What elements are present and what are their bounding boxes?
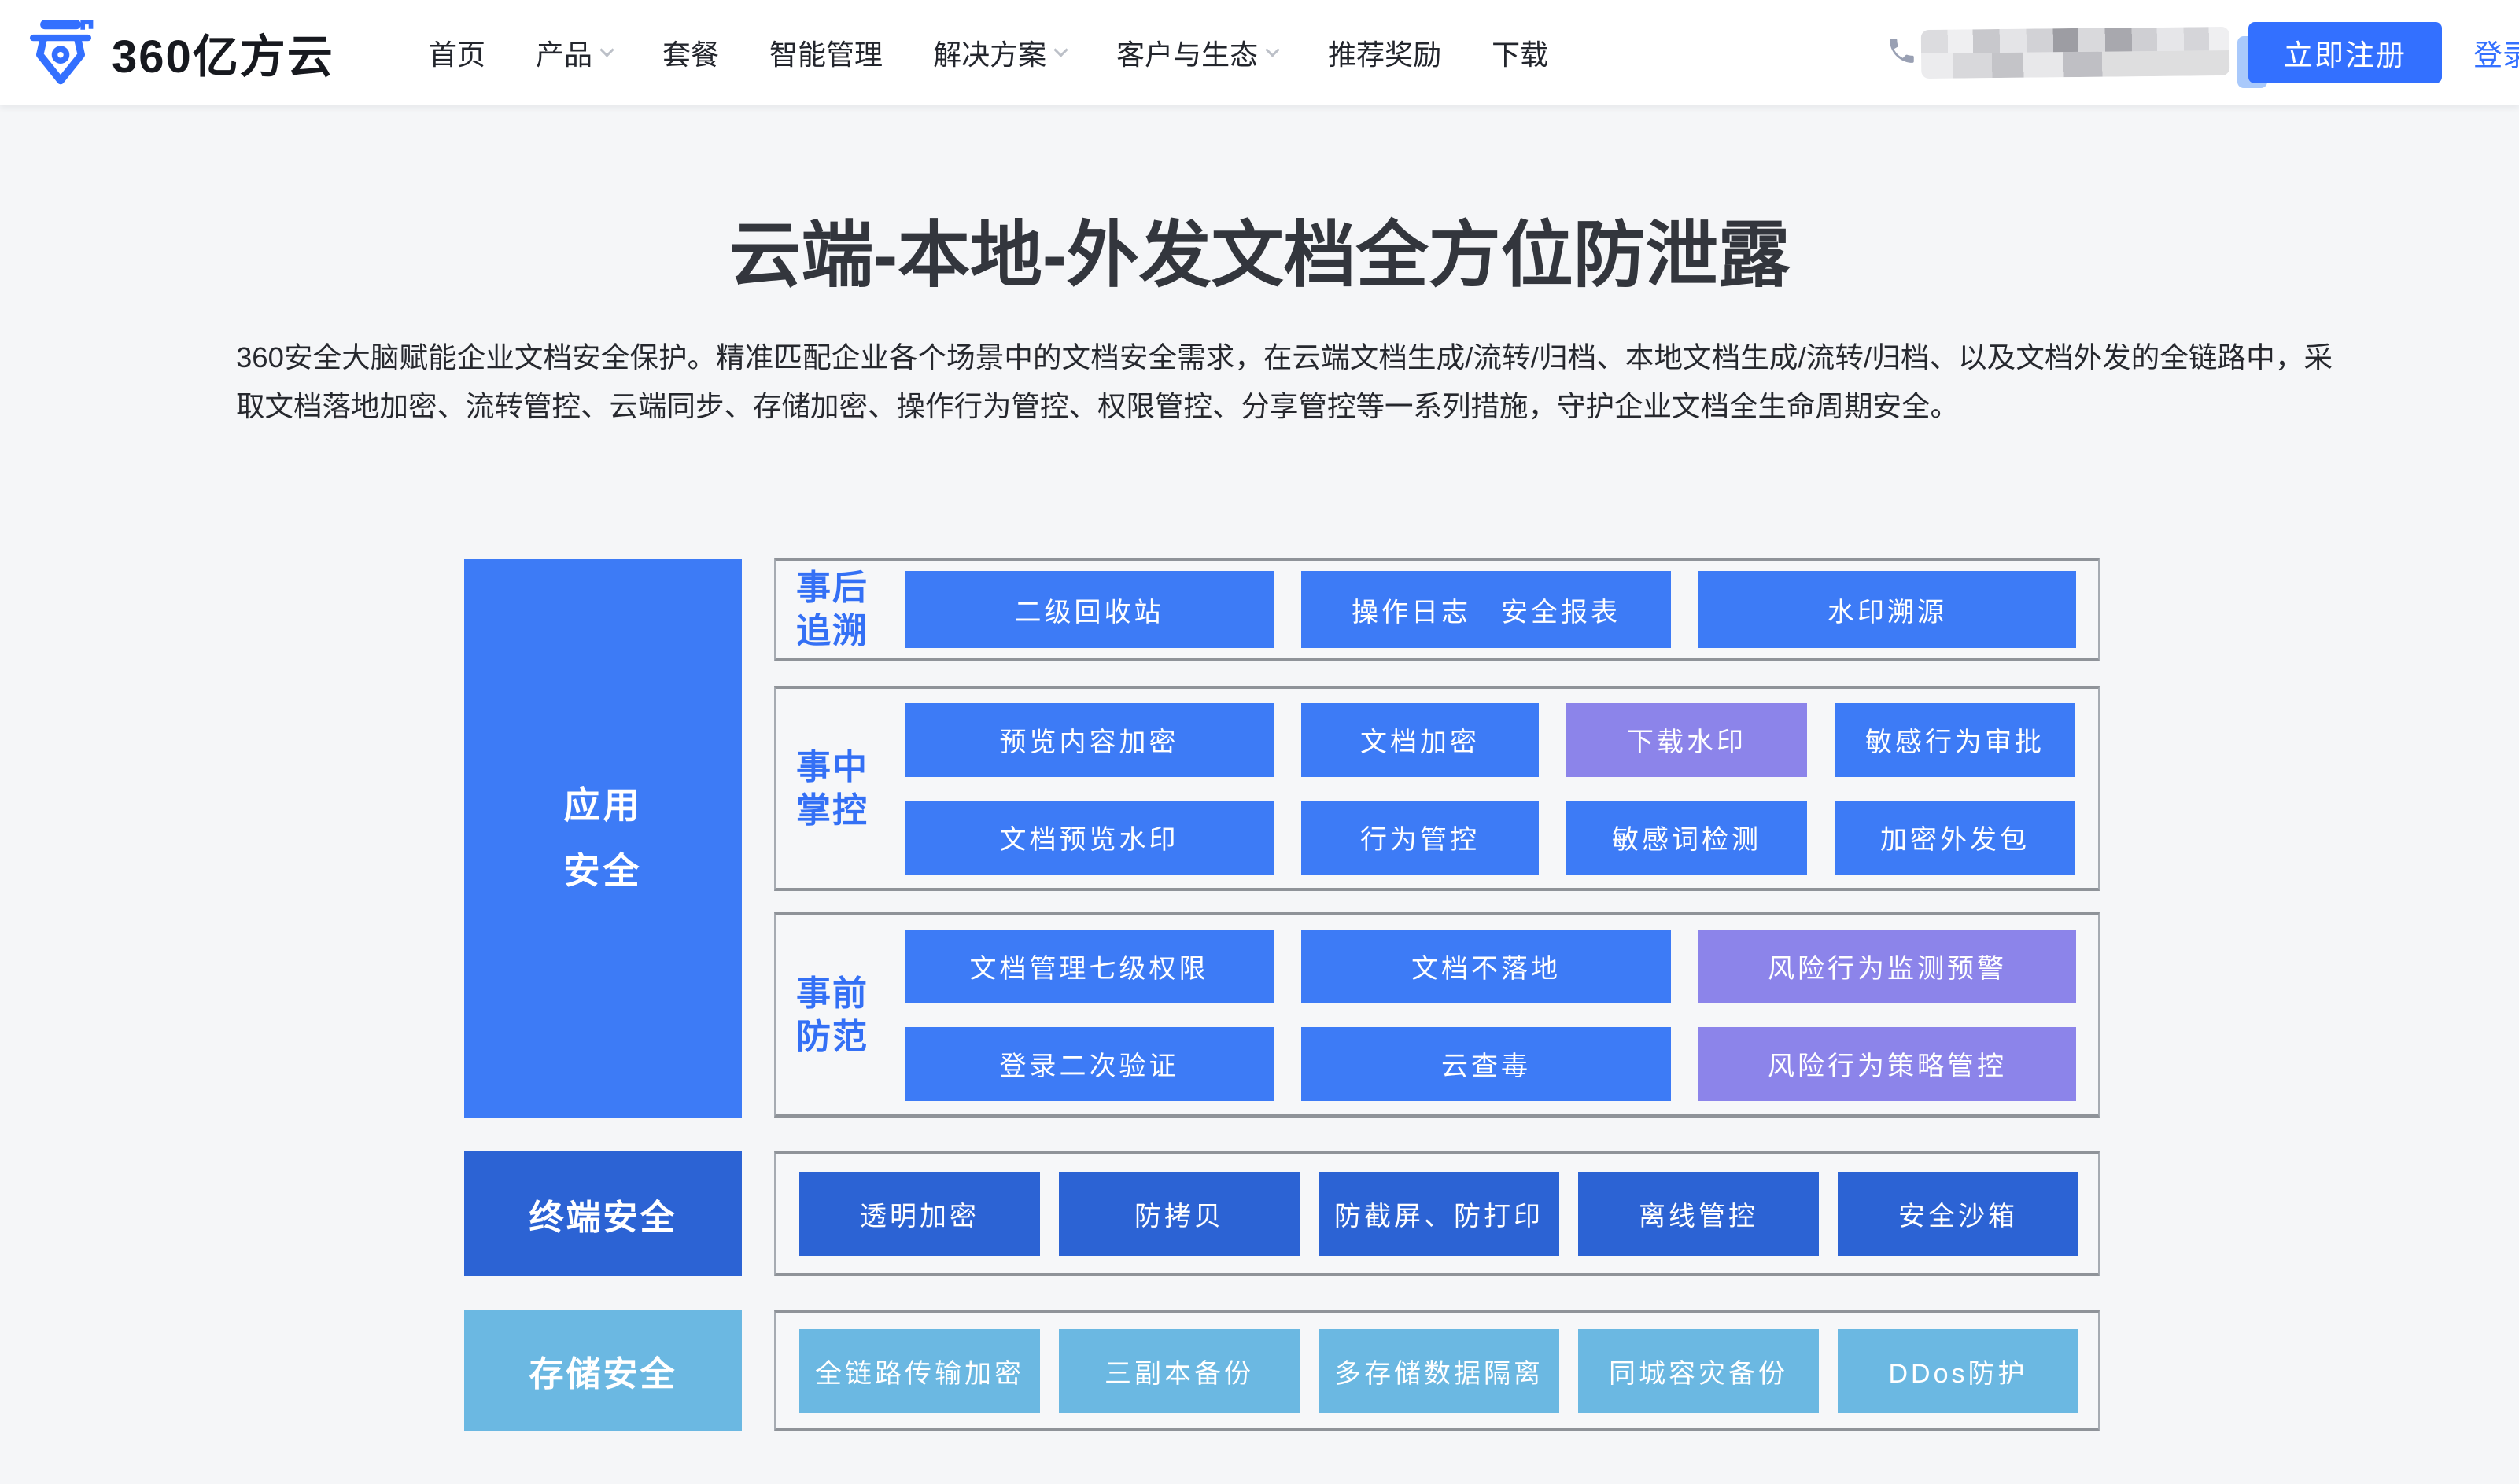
chevron-down-icon bbox=[1053, 42, 1068, 57]
feature-box: 防截屏、防打印 bbox=[1319, 1172, 1559, 1256]
feature-box: 操作日志 安全报表 bbox=[1301, 571, 1671, 648]
chevron-down-icon bbox=[1265, 42, 1280, 57]
chevron-down-icon bbox=[599, 42, 614, 57]
feature-box: 预览内容加密 bbox=[905, 702, 1274, 777]
feature-box: 多存储数据隔离 bbox=[1319, 1328, 1559, 1413]
nav-item-smart-management[interactable]: 智能管理 bbox=[769, 39, 883, 71]
group-terminal-security-features: 透明加密 防拷贝 防截屏、防打印 离线管控 安全沙箱 bbox=[774, 1151, 2100, 1276]
feature-box: 三副本备份 bbox=[1059, 1328, 1300, 1413]
group-label: 事中掌控 bbox=[796, 747, 869, 830]
group-label: 事前防范 bbox=[796, 974, 869, 1056]
feature-box: 敏感词检测 bbox=[1566, 800, 1807, 875]
category-application-security: 应用安全 bbox=[464, 559, 742, 1118]
group-in-event-control: 事中掌控 预览内容加密 文档加密 下载水印 敏感行为审批 文档预览水印 行为管控… bbox=[774, 686, 2100, 891]
nav-item-home[interactable]: 首页 bbox=[429, 39, 486, 71]
pen-shield-logo-icon bbox=[24, 14, 98, 92]
feature-box: 二级回收站 bbox=[905, 571, 1274, 648]
feature-box: 加密外发包 bbox=[1835, 800, 2075, 875]
register-button[interactable]: 立即注册 bbox=[2248, 22, 2442, 83]
feature-box: 同城容灾备份 bbox=[1578, 1328, 1819, 1413]
feature-box: 防拷贝 bbox=[1059, 1172, 1300, 1256]
feature-box-highlight: 下载水印 bbox=[1566, 702, 1807, 777]
nav-item-plans[interactable]: 套餐 bbox=[662, 39, 720, 71]
nav-item-customers-ecosystem[interactable]: 客户与生态 bbox=[1116, 32, 1280, 73]
phone-icon bbox=[1885, 35, 1918, 72]
feature-box: 登录二次验证 bbox=[905, 1026, 1274, 1101]
feature-box: 行为管控 bbox=[1301, 800, 1539, 875]
nav-item-referral-rewards[interactable]: 推荐奖励 bbox=[1328, 39, 1442, 71]
group-storage-security-features: 全链路传输加密 三副本备份 多存储数据隔离 同城容灾备份 DDos防护 bbox=[774, 1310, 2100, 1431]
feature-box: 文档管理七级权限 bbox=[905, 929, 1274, 1003]
page-description: 360安全大脑赋能企业文档安全保护。精准匹配企业各个场景中的文档安全需求，在云端… bbox=[236, 341, 2333, 422]
logo[interactable]: 360亿方云 bbox=[24, 0, 334, 105]
feature-box-highlight: 风险行为监测预警 bbox=[1698, 929, 2076, 1003]
feature-box: 安全沙箱 bbox=[1838, 1172, 2078, 1256]
nav-item-products[interactable]: 产品 bbox=[536, 32, 614, 73]
nav-item-download[interactable]: 下载 bbox=[1492, 39, 1549, 71]
group-post-event-tracing: 事后追溯 二级回收站 操作日志 安全报表 水印溯源 bbox=[774, 558, 2100, 661]
feature-box: 文档预览水印 bbox=[905, 800, 1274, 875]
feature-box: 离线管控 bbox=[1578, 1172, 1819, 1256]
feature-box: DDos防护 bbox=[1838, 1328, 2078, 1413]
category-terminal-security: 终端安全 bbox=[464, 1151, 742, 1276]
login-link[interactable]: 登录 bbox=[2473, 39, 2519, 72]
page-title: 云端-本地-外发文档全方位防泄露 bbox=[728, 215, 1791, 296]
feature-box: 文档加密 bbox=[1301, 702, 1539, 777]
feature-box: 文档不落地 bbox=[1301, 929, 1671, 1003]
feature-box: 水印溯源 bbox=[1698, 571, 2076, 648]
masked-phone-number bbox=[1920, 26, 2230, 79]
logo-wordmark: 360亿方云 bbox=[112, 31, 334, 83]
contact-phone bbox=[1885, 0, 2230, 105]
feature-box: 透明加密 bbox=[799, 1172, 1040, 1256]
nav-item-solutions[interactable]: 解决方案 bbox=[933, 32, 1068, 73]
category-storage-security: 存储安全 bbox=[464, 1310, 742, 1431]
feature-box: 全链路传输加密 bbox=[799, 1328, 1040, 1413]
main-nav: 首页 产品 套餐 智能管理 解决方案 客户与生态 推荐奖励 下载 bbox=[429, 0, 1548, 105]
top-navigation-bar: 360亿方云 首页 产品 套餐 智能管理 解决方案 客户与生态 推荐奖励 下载 … bbox=[0, 0, 2519, 105]
feature-box: 敏感行为审批 bbox=[1835, 702, 2075, 777]
feature-box: 云查毒 bbox=[1301, 1026, 1671, 1101]
feature-box-highlight: 风险行为策略管控 bbox=[1698, 1026, 2076, 1101]
group-pre-event-prevention: 事前防范 文档管理七级权限 文档不落地 风险行为监测预警 登录二次验证 云查毒 … bbox=[774, 912, 2100, 1118]
group-label: 事后追溯 bbox=[796, 569, 869, 650]
